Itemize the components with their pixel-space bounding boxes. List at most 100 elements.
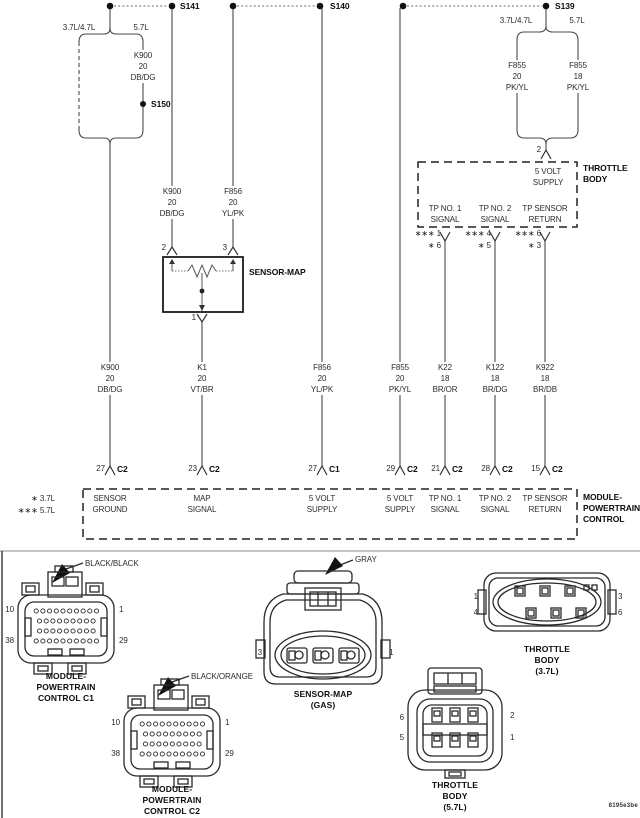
c1-pin: 29 [119, 636, 128, 645]
map-view-pin: 3 [257, 648, 262, 657]
module-pin-func: TP NO. 2 [478, 494, 512, 503]
map-pin-2: 2 [161, 243, 166, 252]
connector-c2-caption: POWERTRAIN [142, 795, 202, 805]
map-pin-1: 1 [191, 313, 196, 322]
connector-c1-caption: MODULE- [45, 671, 87, 681]
tb-signal-label: RETURN [528, 215, 562, 224]
connector-c1-caption: POWERTRAIN [36, 682, 96, 692]
c2-pin: 1 [225, 718, 230, 727]
module-pin-conn: C2 [452, 464, 463, 474]
c2-pin: 29 [225, 749, 234, 758]
connector-c2-caption: MODULE- [151, 784, 193, 794]
connector-c2-caption: CONTROL C2 [143, 806, 201, 816]
tb-pin-option: ∗ 5 [477, 241, 491, 250]
connector-c2-drawing [123, 675, 221, 788]
connector-c1-caption: CONTROL C1 [37, 693, 95, 703]
tb-signal-label: TP NO. 1 [428, 204, 462, 213]
module-pin-conn: C1 [329, 464, 340, 474]
module-pin-func: SIGNAL [187, 505, 217, 514]
module-pin-func: 5 VOLT [308, 494, 336, 503]
module-pin-num: 29 [386, 464, 395, 473]
module-pin-num: 21 [431, 464, 440, 473]
engine-option-label: 5.7L [567, 16, 587, 26]
sensor-map-internals [169, 259, 236, 311]
connector-c1-wire-color: BLACK/BLACK [85, 559, 139, 568]
diagram-code: 8195e3be [608, 803, 638, 809]
connector-tb37-caption: BODY [534, 655, 560, 665]
module-name: CONTROL [583, 514, 625, 524]
legend-entry: ∗ 3.7L [31, 494, 55, 503]
tb-pin-2: 2 [536, 145, 541, 154]
module-box [82, 488, 578, 540]
tb-signal-label: TP NO. 2 [478, 204, 512, 213]
module-pin-func: MAP [193, 494, 211, 503]
sensor-map-name: SENSOR-MAP [249, 267, 306, 277]
tb57-pin: 6 [399, 713, 404, 722]
c1-pin: 1 [119, 605, 124, 614]
tb-pin-option: ∗∗∗ 6 [514, 229, 541, 238]
splice-label-s140: S140 [330, 1, 350, 11]
throttle-body-box [417, 161, 578, 228]
tb37-pin: 6 [618, 608, 623, 617]
throttle-body-name: THROTTLE [583, 163, 628, 173]
connector-tb57-caption: BODY [442, 791, 468, 801]
tb57-pin: 2 [510, 711, 515, 720]
module-pin-conn: C2 [407, 464, 418, 474]
tb-supply-label: SUPPLY [532, 178, 564, 187]
splice-label-s139: S139 [555, 1, 575, 11]
connector-tb57-caption: THROTTLE [431, 780, 479, 790]
module-pin-func: 5 VOLT [386, 494, 414, 503]
module-pin-num: 15 [531, 464, 540, 473]
module-pin-conn: C2 [502, 464, 513, 474]
tb-pin-option: ∗ 3 [527, 241, 541, 250]
tb-pin-option: ∗ 6 [427, 241, 441, 250]
tb-signal-label: SIGNAL [430, 215, 460, 224]
connector-map-wire-color: GRAY [355, 555, 377, 564]
tb37-pin: 4 [473, 608, 478, 617]
module-pin-func: RETURN [528, 505, 562, 514]
throttle-body-name: BODY [583, 174, 608, 184]
tb37-pin: 1 [473, 592, 478, 601]
legend-entry: ∗∗∗ 5.7L [17, 506, 55, 515]
engine-option-label: 3.7L/4.7L [497, 16, 535, 26]
tb-signal-label: SIGNAL [480, 215, 510, 224]
tb57-pin: 5 [399, 733, 404, 742]
connector-tb37-drawing [477, 572, 617, 632]
map-pin-3: 3 [222, 243, 227, 252]
connector-tb57-caption: (5.7L) [443, 802, 467, 812]
sensor-map-box [162, 256, 244, 313]
c2-pin: 38 [111, 749, 120, 758]
connector-tb37-caption: (3.7L) [535, 666, 559, 676]
c2-pin: 10 [111, 718, 120, 727]
connector-map-caption: SENSOR-MAP [293, 689, 353, 699]
connector-c1-drawing [17, 562, 115, 675]
module-name: MODULE- [583, 492, 622, 502]
module-pin-num: 27 [96, 464, 105, 473]
module-pin-func: SIGNAL [480, 505, 510, 514]
module-pin-conn: C2 [117, 464, 128, 474]
tb-supply-label: 5 VOLT [534, 167, 562, 176]
module-pin-func: SIGNAL [430, 505, 460, 514]
module-pin-func: TP SENSOR [522, 494, 568, 503]
connector-c2-wire-color: BLACK/ORANGE [191, 672, 253, 681]
splice-label-s141: S141 [180, 1, 200, 11]
c1-pin: 10 [5, 605, 14, 614]
c1-pin: 38 [5, 636, 14, 645]
module-pin-num: 27 [308, 464, 317, 473]
module-pin-func: GROUND [92, 505, 128, 514]
connector-map-drawing [255, 557, 391, 685]
splice-dots [106, 2, 550, 107]
module-name: POWERTRAIN [583, 503, 640, 513]
connector-tb57-drawing [407, 667, 503, 779]
